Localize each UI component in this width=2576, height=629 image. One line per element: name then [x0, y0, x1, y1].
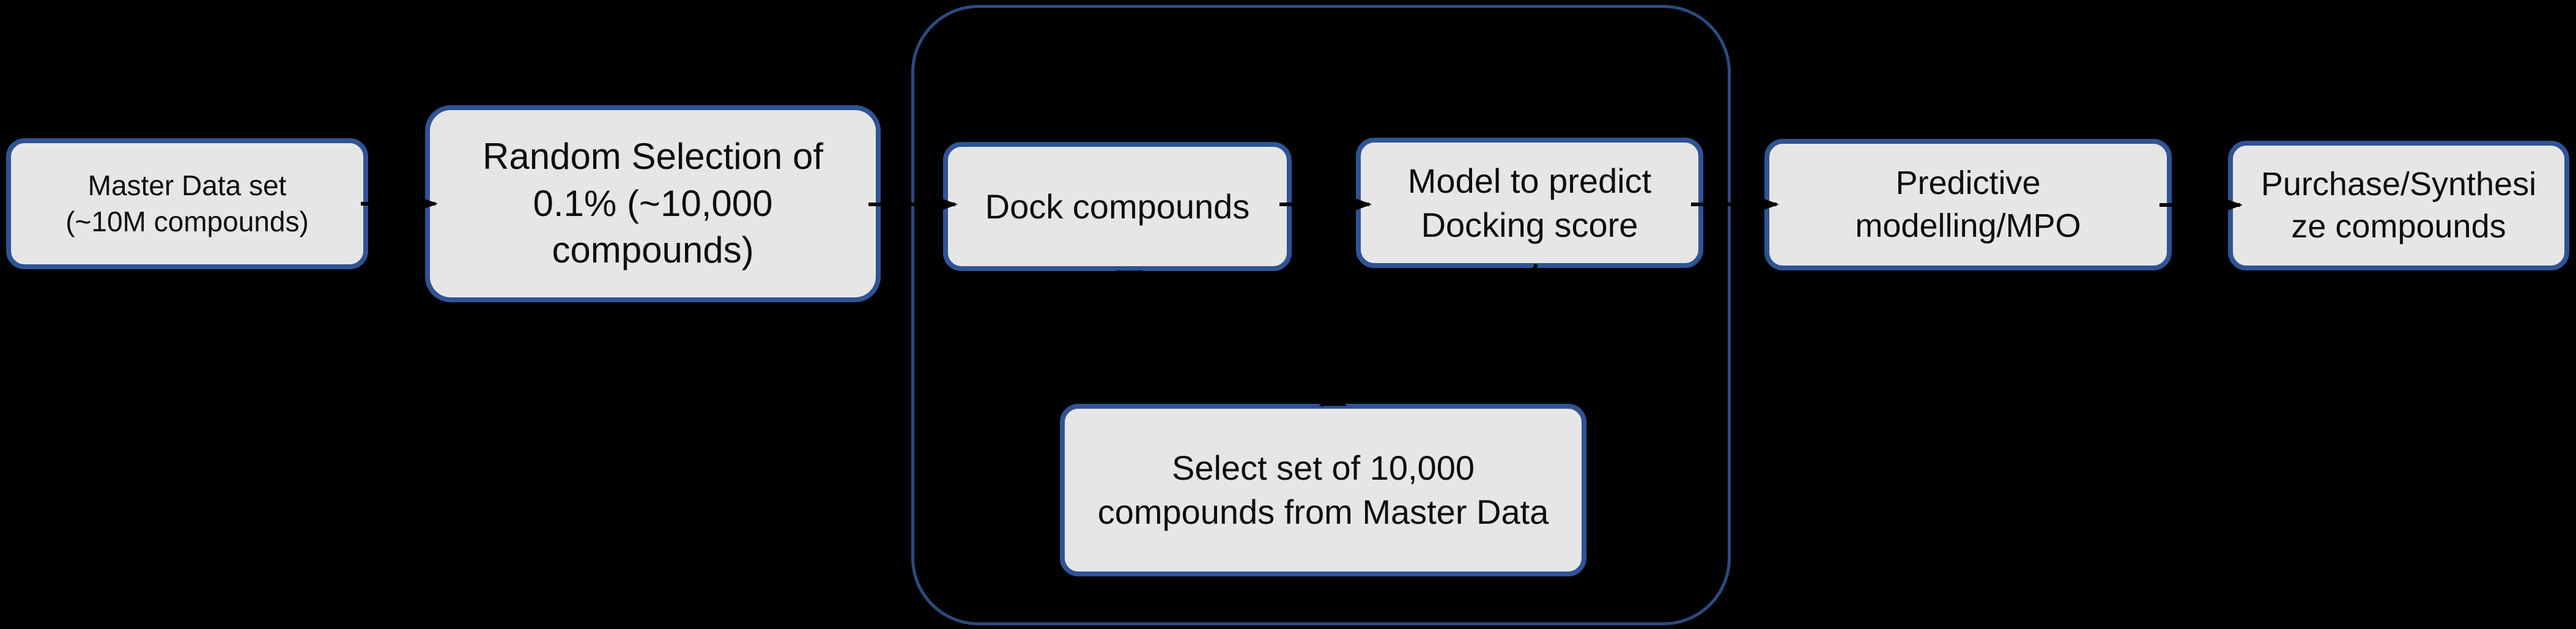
node-text-line: Predictive: [1895, 165, 2041, 202]
node-text-line: Dock compounds: [985, 187, 1250, 226]
node-random-selection: Random Selection of 0.1% (~10,000 compou…: [425, 105, 881, 302]
node-text-line: Select set of 10,000: [1171, 448, 1475, 488]
node-text-line: Docking score: [1421, 205, 1638, 244]
node-text-line: 0.1% (~10,000: [533, 182, 773, 224]
node-model-to-predict-docking-score: Model to predict Docking score: [1356, 138, 1703, 268]
node-text-line: compounds from Master Data: [1097, 493, 1549, 531]
node-text-line: Random Selection of: [483, 135, 823, 177]
node-text-line: Purchase/Synthesi: [2260, 165, 2537, 203]
loop-group-outline: [911, 5, 1731, 625]
node-text-line: ze compounds: [2291, 208, 2506, 245]
node-text-line: compounds): [552, 229, 754, 271]
node-text-line: Model to predict: [1407, 161, 1652, 200]
node-predictive-modelling-mpo: Predictive modelling/MPO: [1764, 139, 2172, 270]
node-text-line: (~10M compounds): [65, 206, 309, 237]
node-select-set-10000: Select set of 10,000 compounds from Mast…: [1060, 404, 1586, 576]
node-dock-compounds: Dock compounds: [943, 142, 1292, 271]
node-master-data-set: Master Data set (~10M compounds): [6, 138, 368, 269]
node-purchase-synthesize-compounds: Purchase/Synthesi ze compounds: [2228, 141, 2569, 270]
node-text-line: Master Data set: [87, 169, 287, 202]
node-text-line: modelling/MPO: [1855, 207, 2081, 244]
